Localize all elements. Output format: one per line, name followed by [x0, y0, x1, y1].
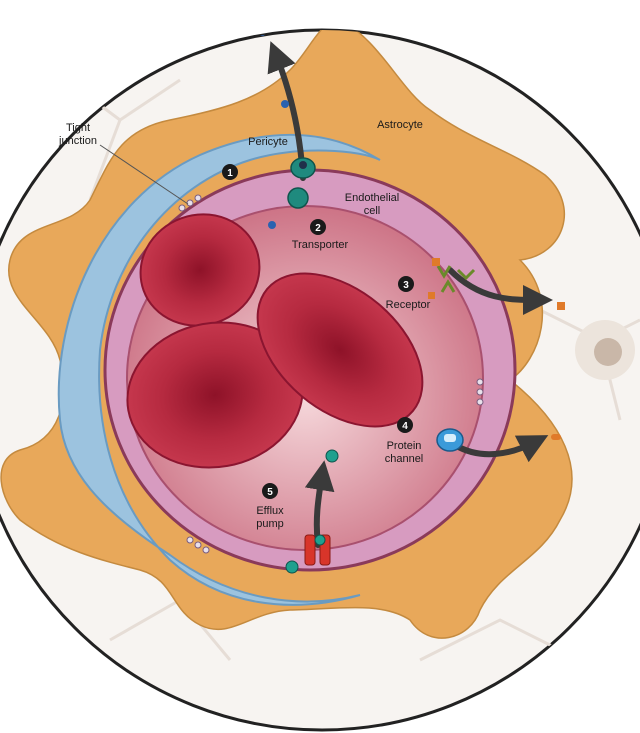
- label-tight-junction-1: Tight: [66, 122, 90, 134]
- red-blood-cell: [256, 272, 424, 428]
- label-protein-2: channel: [385, 453, 424, 465]
- marker-5: 5: [262, 483, 278, 499]
- protein-channel-icon: [436, 428, 464, 452]
- label-transporter: Transporter: [292, 239, 349, 251]
- marker-1: 1: [222, 164, 238, 180]
- receptor-icon: [428, 258, 476, 299]
- protein-channel-arrow: [452, 435, 549, 463]
- svg-text:5: 5: [267, 487, 273, 498]
- tight-junction-leader: [99, 144, 189, 205]
- label-endothelial-1: Endothelial: [345, 192, 399, 204]
- label-protein-1: Protein: [387, 440, 422, 452]
- label-pericyte: Pericyte: [248, 136, 288, 148]
- neuron-nucleus-icon: [594, 338, 622, 366]
- svg-text:4: 4: [402, 421, 408, 432]
- label-tight-junction-2: junction: [58, 135, 97, 147]
- label-receptor: Receptor: [386, 299, 431, 311]
- svg-text:2: 2: [315, 223, 321, 234]
- label-endothelial-2: cell: [364, 205, 381, 217]
- marker-4: 4: [397, 417, 413, 433]
- tight-junction-beads: [178, 194, 484, 554]
- svg-text:3: 3: [403, 280, 409, 291]
- label-astrocyte: Astrocyte: [377, 119, 423, 131]
- marker-3: 3: [398, 276, 414, 292]
- receptor-arrow: [447, 267, 553, 315]
- pericyte: [57, 133, 381, 606]
- svg-text:1: 1: [227, 168, 233, 179]
- transporter-icon: [287, 157, 316, 209]
- label-efflux-1: Efflux: [256, 505, 284, 517]
- label-efflux-2: pump: [256, 518, 284, 530]
- marker-2: 2: [310, 219, 326, 235]
